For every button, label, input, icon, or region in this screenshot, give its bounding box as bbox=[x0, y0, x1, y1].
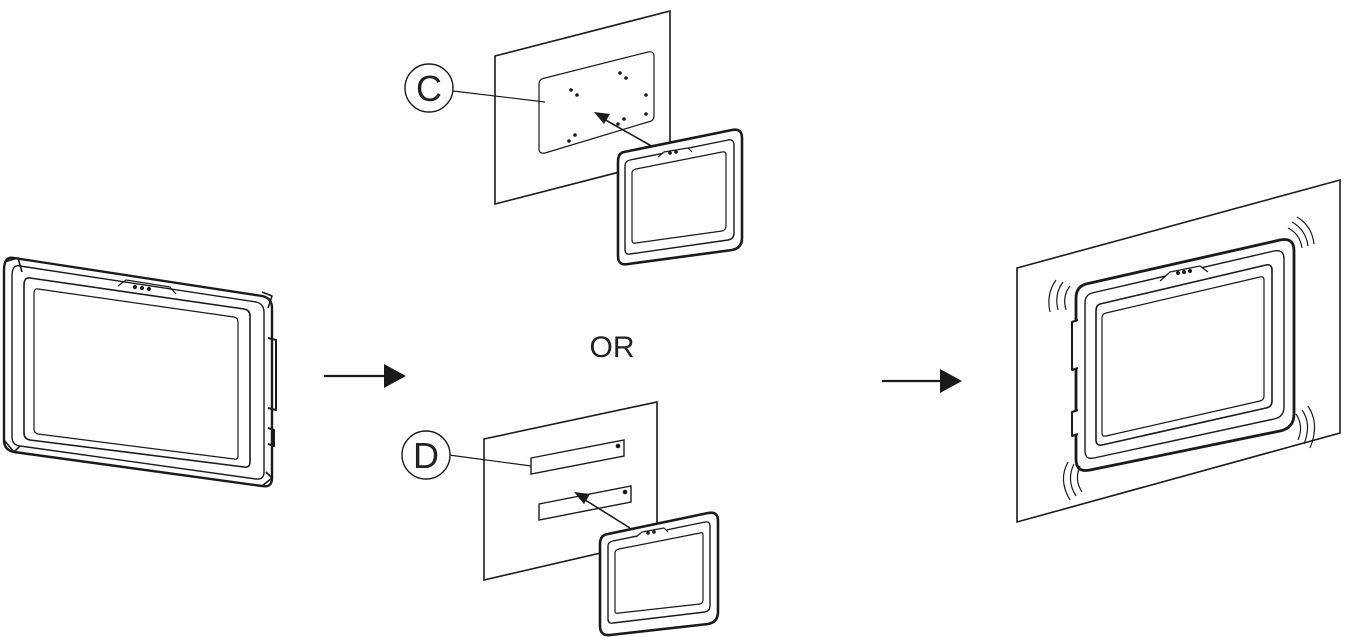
callout-d: D bbox=[401, 430, 532, 480]
rail-bracket-upper bbox=[530, 439, 625, 475]
callout-d-label: D bbox=[413, 435, 439, 476]
mounted-tablet bbox=[1071, 238, 1296, 472]
vesa-screw-holes bbox=[567, 71, 648, 143]
vibration-marks bbox=[1048, 216, 1316, 501]
step-arrow-1 bbox=[324, 364, 406, 388]
insert-arrow-d bbox=[574, 492, 631, 529]
callout-c: C bbox=[404, 63, 546, 113]
tablet-d bbox=[598, 511, 720, 637]
rail-bracket-lower bbox=[538, 485, 632, 521]
callout-c-label: C bbox=[416, 68, 442, 109]
or-separator: OR bbox=[590, 331, 635, 364]
tablet-c bbox=[616, 128, 744, 266]
tablet-front-view bbox=[2, 256, 277, 488]
step-arrow-2 bbox=[882, 369, 962, 393]
